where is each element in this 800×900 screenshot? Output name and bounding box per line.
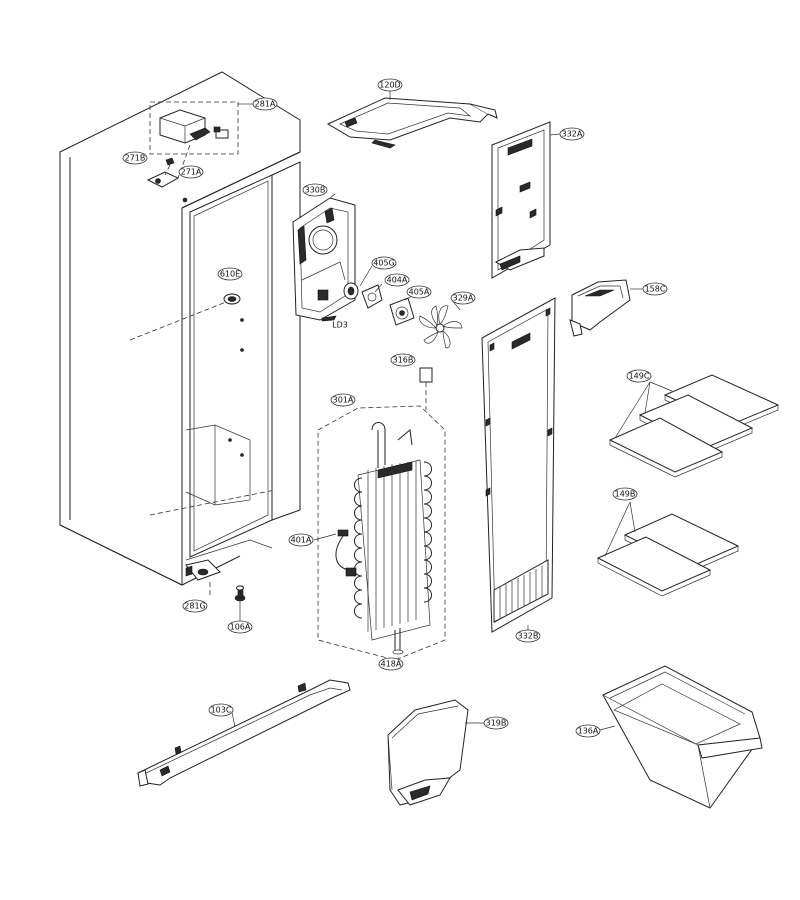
svg-text:120D: 120D	[379, 81, 400, 90]
callout-149B: 149B	[612, 487, 638, 501]
callout-405G: 405G	[371, 256, 397, 270]
svg-text:330B: 330B	[305, 186, 326, 195]
evaporator-coil	[354, 422, 432, 655]
svg-text:149C: 149C	[629, 372, 650, 381]
light-cover	[569, 279, 643, 337]
callout-149C: 149C	[626, 369, 652, 383]
callout-271A: 271A	[178, 165, 204, 179]
svg-text:281G: 281G	[184, 602, 205, 611]
callout-330B: 330B	[302, 183, 328, 197]
callout-332A: 332A	[559, 127, 585, 141]
svg-text:319B: 319B	[486, 719, 507, 728]
upper-duct-cover	[326, 91, 498, 149]
svg-text:316B: 316B	[393, 356, 414, 365]
base-rail	[137, 679, 351, 787]
lower-cover	[387, 699, 485, 806]
callout-319B: 319B	[483, 716, 509, 730]
callout-332B: 332B	[515, 629, 541, 643]
svg-text:404A: 404A	[387, 276, 408, 285]
evaporator-upper-panel	[491, 121, 561, 279]
svg-text:401A: 401A	[291, 536, 312, 545]
callout-LD3: LD3	[332, 321, 348, 330]
callout-136A: 136A	[575, 724, 601, 738]
callout-418A: 418A	[378, 657, 404, 671]
svg-text:103C: 103C	[211, 706, 232, 715]
svg-text:149B: 149B	[615, 490, 636, 499]
svg-text:405A: 405A	[409, 288, 430, 297]
svg-text:271A: 271A	[181, 168, 202, 177]
callout-329A: 329A	[450, 291, 476, 305]
vent-grille	[493, 559, 549, 623]
svg-text:136A: 136A	[578, 727, 599, 736]
refrigerator-cabinet	[59, 71, 301, 586]
callout-404A: 404A	[384, 273, 410, 287]
callout-120D: 120D	[377, 78, 403, 92]
svg-text:106A: 106A	[230, 623, 251, 632]
defrost-sensor-wire	[335, 529, 357, 577]
svg-text:LD3: LD3	[332, 321, 348, 330]
callout-106A: 106A	[227, 620, 253, 634]
evaporator-lower-panel	[481, 297, 556, 633]
hinge-bracket-parts	[185, 559, 246, 621]
callout-281G: 281G	[182, 599, 208, 613]
svg-text:332A: 332A	[562, 130, 583, 139]
top-cover-assembly	[146, 101, 253, 188]
svg-text:281A: 281A	[255, 100, 276, 109]
svg-text:610E: 610E	[220, 270, 240, 279]
callout-316B: 316B	[390, 353, 416, 367]
fan-shroud	[292, 193, 356, 321]
fan-blade	[419, 299, 463, 349]
shelves-upper	[608, 374, 780, 478]
callout-271B: 271B	[122, 151, 148, 165]
callout-610E: 610E	[217, 267, 243, 281]
callout-405A: 405A	[406, 285, 432, 299]
svg-text:301A: 301A	[333, 396, 354, 405]
callout-158C: 158C	[642, 282, 668, 296]
callout-401A: 401A	[288, 533, 314, 547]
svg-text:271B: 271B	[125, 154, 146, 163]
evaporator-assembly	[313, 367, 446, 661]
svg-text:405G: 405G	[373, 259, 394, 268]
storage-bin	[599, 665, 763, 809]
shelves-lower	[596, 501, 740, 597]
svg-text:158C: 158C	[645, 285, 666, 294]
svg-text:418A: 418A	[381, 660, 402, 669]
callout-301A: 301A	[330, 393, 356, 407]
svg-text:329A: 329A	[453, 294, 474, 303]
callout-281A: 281A	[252, 97, 278, 111]
callout-103C: 103C	[208, 703, 234, 717]
svg-text:332B: 332B	[518, 632, 539, 641]
fan-motor-parts	[321, 265, 415, 326]
